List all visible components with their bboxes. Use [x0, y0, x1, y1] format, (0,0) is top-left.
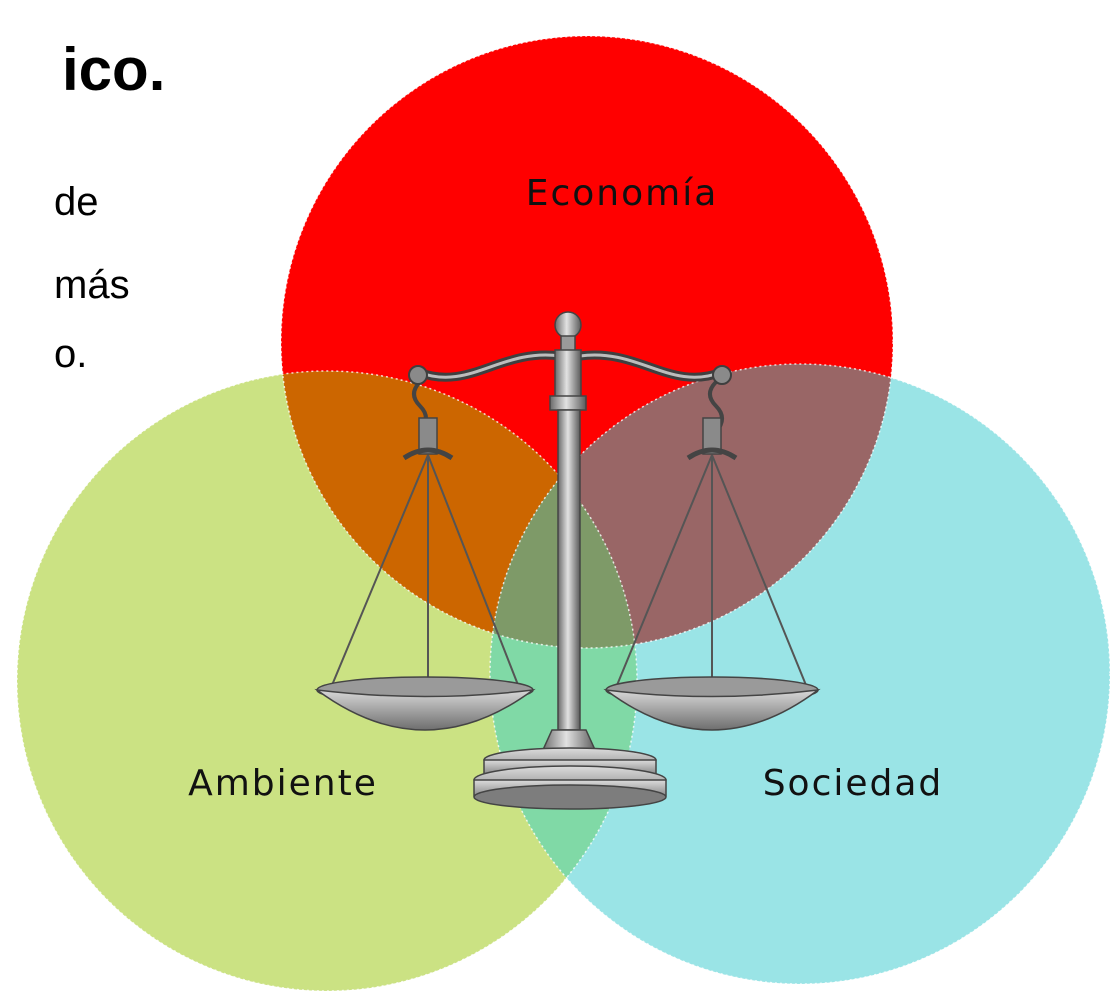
- label-ambiente: Ambiente: [188, 763, 378, 804]
- label-sociedad: Sociedad: [763, 763, 944, 804]
- body-text-line-3: o.: [54, 332, 88, 376]
- label-economia: Economía: [526, 173, 719, 214]
- body-text-line-2: más: [54, 263, 130, 307]
- overlap-economia-sociedad: [490, 364, 893, 648]
- slide-heading: ico.: [62, 36, 166, 103]
- body-text-line-1: de: [54, 180, 99, 224]
- balance-scale-icon: [314, 311, 821, 810]
- overlap-economia-ambiente: [281, 371, 637, 648]
